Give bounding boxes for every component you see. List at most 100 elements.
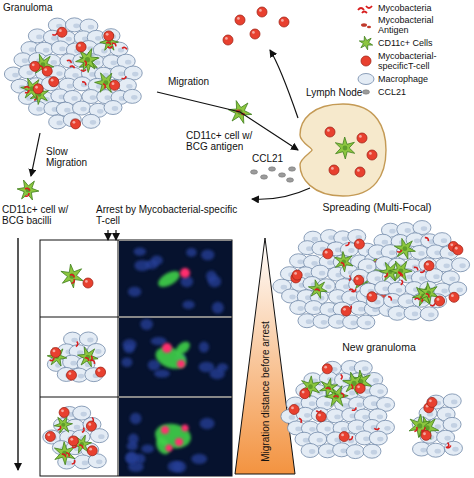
macrophage-nucleus [350,321,356,326]
mycobacterium [103,83,106,88]
macrophage-nucleus [90,120,96,125]
t-cell-highlight [327,129,330,132]
macrophage-nucleus [384,403,390,408]
macrophage-nucleus [118,71,124,76]
macrophage-nucleus [428,312,434,317]
macrophage-nucleus [51,60,57,65]
t-cell [66,370,76,380]
t-cell [51,348,61,358]
cd11c-cell [335,137,354,159]
mycobacterium [430,303,435,306]
macrophage-nucleus [457,288,463,293]
cd11c-cell [21,78,44,99]
t-cell [96,367,106,377]
macrophage-nucleus [298,306,304,311]
panel-divider [118,240,119,476]
t-cell-highlight [112,82,115,85]
macrophage-nucleus [78,374,84,379]
t-cell [453,245,463,255]
macrophage-nucleus [281,285,287,290]
t-cell-highlight [68,372,71,375]
cd11c-cell [320,378,338,397]
return-arrow [252,188,310,199]
macrophage [427,443,445,457]
t-cell [76,42,86,52]
macrophage-nucleus [59,47,65,52]
nucleus-stain [134,260,150,271]
macrophage-nucleus [67,84,73,89]
t-cell [71,119,81,129]
cell-nucleus [417,423,422,428]
cell-nucleus [26,188,31,193]
t-cell-highlight [89,448,92,451]
macrophage [104,101,122,115]
macrophage-nucleus [303,438,309,443]
macrophage-nucleus [87,338,93,343]
t-cell [250,29,260,39]
macrophage-nucleus [65,37,71,42]
time-arrow [17,238,18,470]
macrophage-nucleus [371,450,377,455]
mycobacterium [79,444,84,448]
macrophage [123,89,141,103]
green-stain [153,435,172,457]
nucleus-stain [130,413,142,425]
t-cell [427,397,437,407]
t-cell [339,432,349,442]
macrophage-nucleus [377,437,383,442]
t-cell [300,389,310,399]
macrophage-nucleus [36,107,42,112]
mycobacterium [82,81,87,85]
t-cell [87,446,97,456]
mycobacterium [341,374,343,379]
t-cell [435,296,445,306]
cd11c-icon [359,36,372,50]
mycobacterium [50,358,55,362]
macrophage-nucleus [72,73,78,78]
mycobacterium [447,443,449,448]
t-cell [30,61,40,71]
annotation: CCL21 [252,153,292,164]
macrophage-nucleus [412,265,418,270]
t-cell-highlight [343,308,346,311]
macrophage-nucleus [73,23,79,28]
macrophage-nucleus [327,260,333,265]
macrophage-nucleus [449,276,455,281]
macrophage-nucleus [441,238,447,243]
t-cell [59,407,69,417]
macrophage-nucleus [362,415,368,420]
nucleus-stain [168,461,183,472]
macrophage-nucleus [336,320,342,325]
macrophage-nucleus [433,274,439,279]
macrophage-nucleus [451,423,457,428]
macrophage-nucleus [80,412,86,417]
macrophage-nucleus [363,436,369,441]
red-stain [175,438,183,446]
macrophage-nucleus [88,25,94,30]
region-title: Spreading (Multi-Focal) [272,202,474,213]
macrophage-nucleus [451,399,457,404]
cd11c-cell [54,416,72,433]
macrophage [443,417,461,431]
cell-nucleus [327,386,331,390]
macrophage-nucleus [319,271,325,276]
macrophage-nucleus [112,106,118,111]
macrophage-nucleus [22,58,28,63]
macrophage-nucleus [443,263,449,268]
legend-entry: Mycobacterial-specificT-cell [378,51,450,71]
macrophage-nucleus [435,424,441,429]
macrophage-nucleus [406,299,412,304]
cd11c-cell [350,370,371,393]
mycobacterium [388,296,392,301]
macrophage [41,77,59,91]
cells [4,7,469,476]
t-cell [355,383,365,393]
macrophage-nucleus [354,450,360,455]
mycobacterium [414,266,419,270]
mycobacterium [76,342,78,347]
macrophage-nucleus [289,415,295,420]
mycobacterium [415,298,420,300]
macrophage-nucleus [349,296,355,301]
macrophage-nucleus [98,434,104,439]
t-cell-highlight [59,29,62,32]
